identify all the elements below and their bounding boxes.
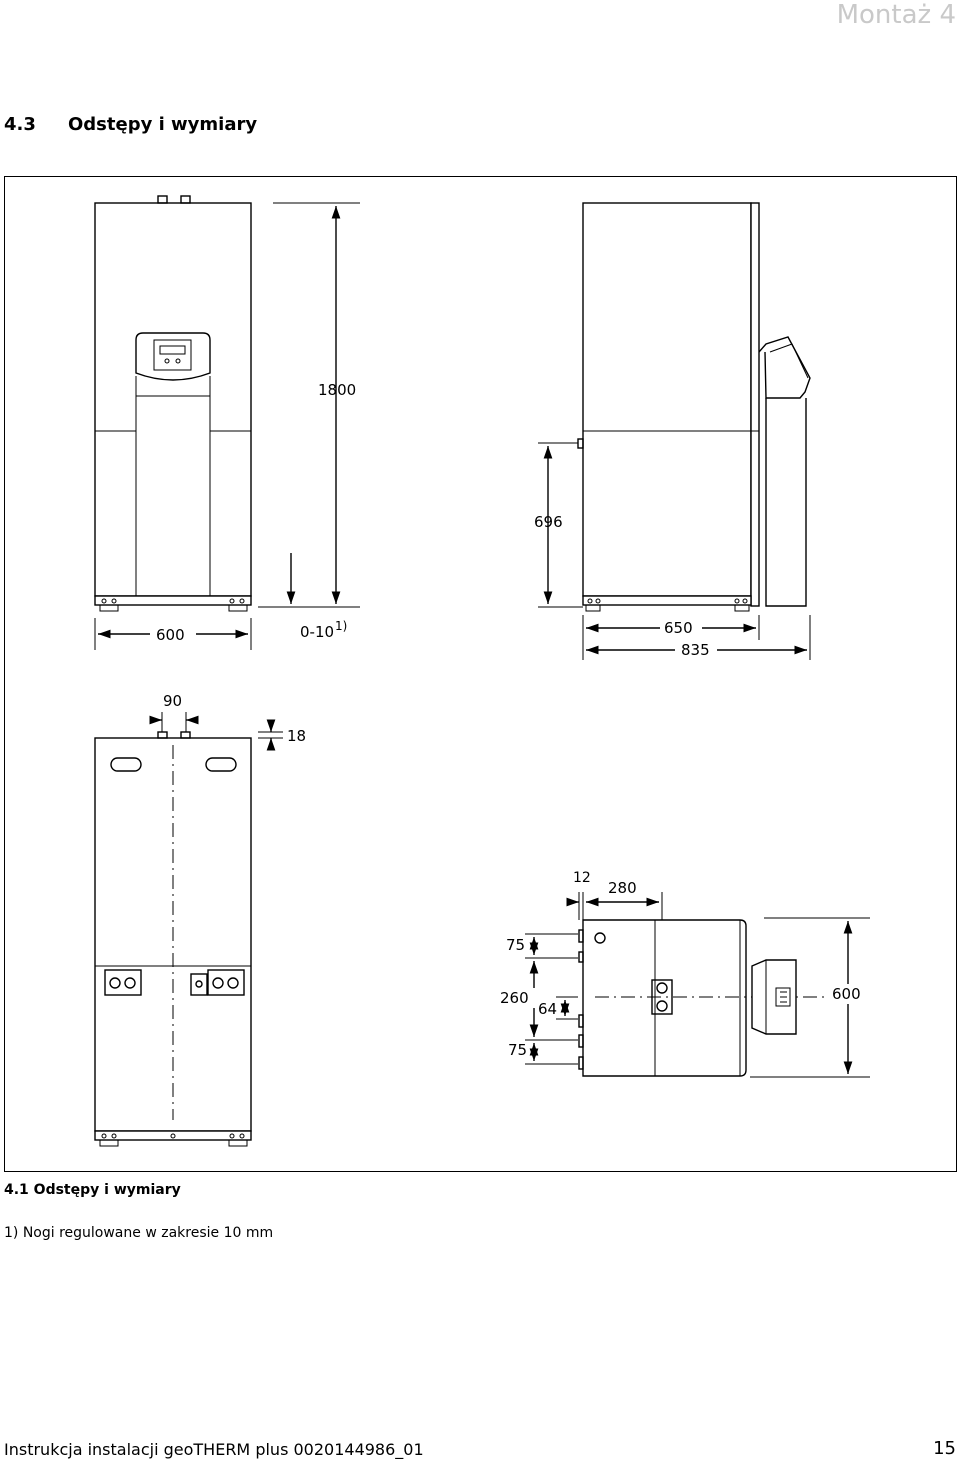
dim-front-height: 1800: [318, 381, 356, 399]
dim-top-c: 64: [538, 1000, 557, 1018]
dim-top-width: 600: [832, 985, 861, 1003]
dim-side-height: 696: [534, 513, 563, 531]
section-number: 4.3: [4, 114, 36, 135]
front-view: [94, 195, 360, 650]
footnote: 1) Nogi regulowane w zakresie 10 mm: [4, 1225, 274, 1241]
dim-pipe-height: 18: [287, 727, 306, 745]
dim-feet-note-ref: 1): [335, 619, 347, 633]
dim-top-offset: 12: [573, 870, 591, 886]
page-number: 15: [933, 1438, 956, 1459]
dim-top-depth: 280: [608, 879, 637, 897]
top-view: [497, 892, 870, 1078]
dim-top-b: 260: [500, 989, 529, 1007]
chapter-header: Montaż 4: [836, 0, 956, 30]
figure-frame: [4, 176, 957, 1172]
section-title: Odstępy i wymiary: [68, 114, 258, 135]
dim-side-total-depth: 835: [681, 641, 710, 659]
dim-top-a: 75: [506, 936, 525, 954]
dim-front-width: 600: [156, 626, 185, 644]
rear-view: [94, 712, 283, 1147]
figure-caption: 4.1 Odstępy i wymiary: [4, 1182, 181, 1198]
dim-top-d: 75: [508, 1041, 527, 1059]
section-heading: 4.3 Odstępy i wymiary: [4, 114, 257, 135]
dim-pipe-spacing: 90: [163, 692, 182, 710]
footer-document: Instrukcja instalacji geoTHERM plus 0020…: [4, 1440, 424, 1459]
side-view: [538, 202, 811, 662]
dim-side-depth: 650: [664, 619, 693, 637]
dim-feet-adjust: 0-10: [300, 623, 334, 641]
